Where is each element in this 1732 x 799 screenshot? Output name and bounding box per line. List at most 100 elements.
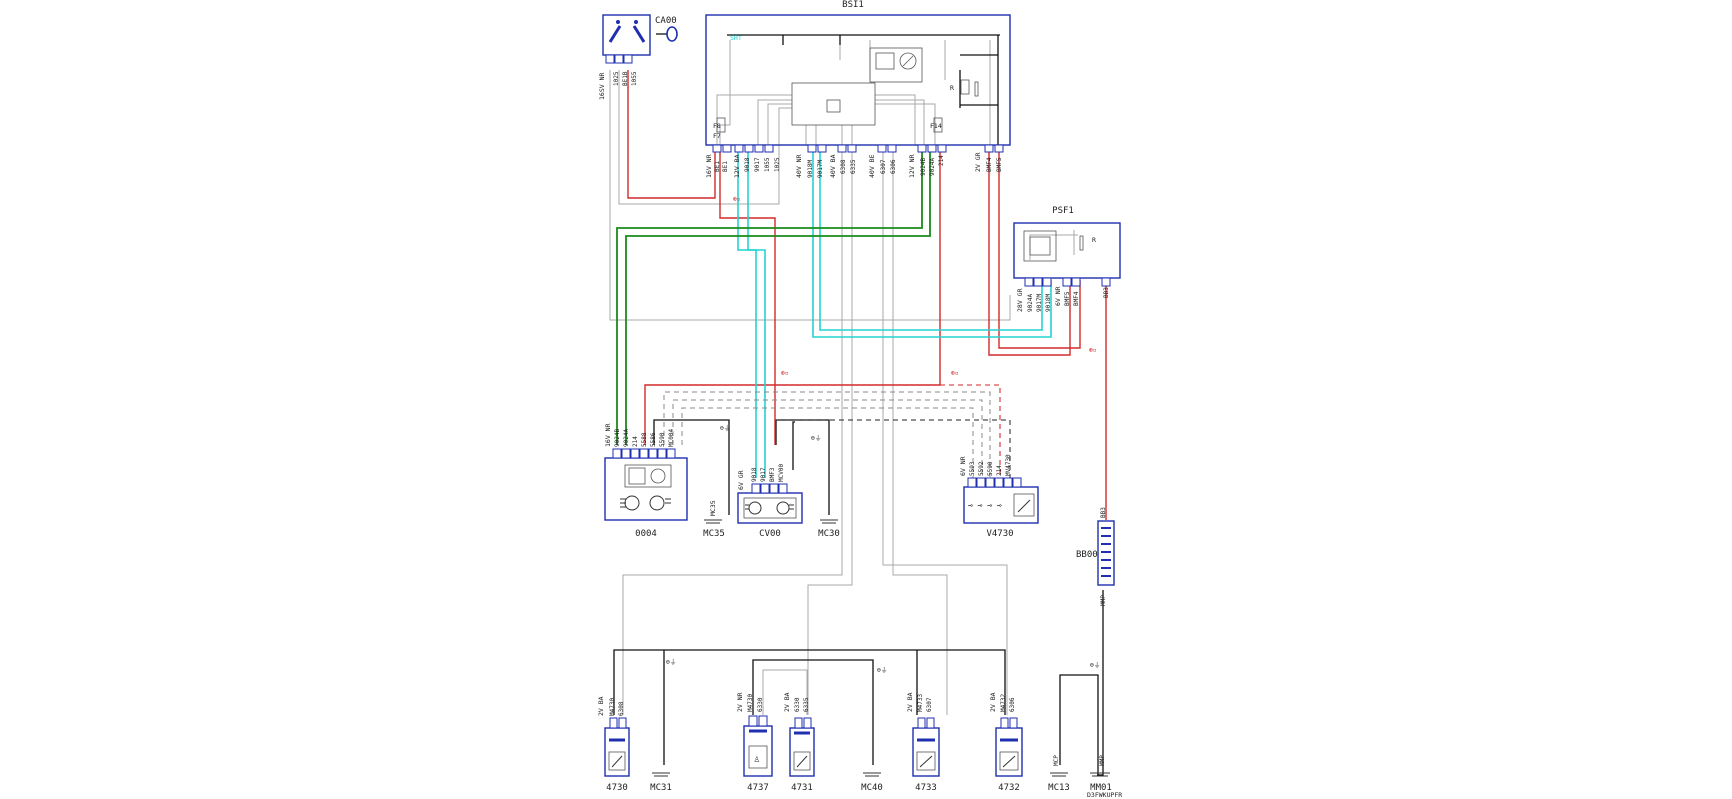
cv00-wire: 9017 [760, 467, 767, 482]
4730-wire: 6308 [618, 701, 625, 716]
fog-light-icon [620, 495, 640, 511]
wires-dashed [663, 391, 1011, 478]
bsi1-wire: 9017 [754, 157, 761, 172]
wiper-motor-icon [793, 751, 811, 771]
ca00-connector: 16SV NR [598, 73, 606, 100]
4730-connector: 2V BA [597, 696, 605, 716]
fuse-mark: ⊕▫ [733, 195, 741, 203]
bsi1-conn-e: 40V BE [868, 154, 876, 178]
v4730-wire: MV4730 [1005, 454, 1012, 476]
mc13-wire: MCP [1053, 755, 1060, 766]
ground-mc35: MC35 MC35 [703, 500, 725, 539]
cv00-wire: 9018 [751, 467, 758, 482]
v4730-connector: 6V NR [959, 456, 967, 476]
bsi1-conn-c: 40V NR [795, 154, 803, 178]
psf1-wire: 9024A [1027, 294, 1034, 312]
ground-mark: ⊖⏚ [666, 658, 676, 666]
4737-connector: 2V NR [736, 692, 744, 712]
wires-grey [609, 40, 1078, 715]
4732-wire: 6306 [1009, 697, 1016, 712]
bsi1-wire: 9024B [920, 158, 927, 176]
mc13-label: MC13 [1048, 783, 1070, 793]
pump-icon: ♙ [748, 745, 768, 769]
bb00-wire-top: BB3 [1100, 507, 1107, 518]
headlight-icon [776, 501, 794, 515]
ca00-label: CA00 [655, 16, 677, 26]
wires-black [613, 34, 1104, 776]
wires-red-dashed [940, 384, 1001, 478]
v4730-label: V4730 [986, 529, 1013, 539]
cv00-wire: BMF3 [769, 467, 776, 482]
4730-wire: M4730 [609, 698, 616, 716]
bsi1-conn-g: 2V GR [974, 152, 982, 172]
cv00-wire: MCV00 [778, 464, 785, 482]
bsi1-wire: 6307 [880, 159, 887, 174]
ground-mark: ⊖⏚ [877, 666, 887, 674]
cv00-label: CV00 [759, 529, 781, 539]
svg-text:⊸ ⊸ ⊸ ⊸: ⊸ ⊸ ⊸ ⊸ [968, 501, 1002, 510]
4731-connector: 2V BA [783, 692, 791, 712]
bsi1-conn-a: 16V NR [705, 154, 713, 178]
bsi1-wire: 9024A [929, 158, 936, 176]
bsi1-fuse-f14: F14 [930, 122, 942, 130]
circuit-marks: ⊕▫ ⊕▫ ⊕▫ ⊕▫ ⊖⏚ ⊖⏚ ⊖⏚ ⊖⏚ ⊖⏚ D3FWKUPFR [666, 195, 1122, 799]
component-4730: 4730 2V BA M4730 6308 [597, 696, 630, 793]
v4730-wire: 5593 [969, 461, 976, 476]
psf1-wire: BMF5 [1064, 291, 1071, 306]
bsi1-conn-b: 12V BA [733, 154, 741, 178]
mc40-label: MC40 [861, 783, 883, 793]
v4730-wire: 5590 [987, 461, 994, 476]
wires-red [627, 70, 1107, 520]
psf1-relay: R [1092, 236, 1096, 244]
ground-mark: ⊖⏚ [1090, 661, 1100, 669]
component-4733: 4733 2V BA M4733 6307 [906, 692, 940, 793]
document-reference: D3FWKUPFR [1087, 791, 1122, 799]
bsi1-wire: 6306 [890, 159, 897, 174]
bsi1-wire: BMF5 [996, 157, 1003, 172]
ca00-wire: 1055 [631, 71, 638, 86]
0004-wire: 5588 [641, 432, 648, 447]
psf1-conn-a: 28V GR [1016, 288, 1024, 312]
bsi1-relay-label: R [950, 84, 954, 92]
component-v4730: ⊸ ⊸ ⊸ ⊸ V4730 6V NR 5593 5592 5590 214 M… [959, 454, 1039, 539]
4737-wire: M4730 [747, 694, 754, 712]
0004-wire: 5590 [659, 432, 666, 447]
psf1-wire: BMF4 [1073, 291, 1080, 306]
component-0004: 0004 16V NR 9024B 9024A 214 5588 5586 55… [604, 423, 688, 539]
component-4737: ♙ 4737 2V NR M4730 6330 [736, 692, 773, 793]
psf1-wire: BB3 [1103, 287, 1110, 298]
bsi1-wire: 1025 [774, 157, 781, 172]
0004-connector: 16V NR [604, 423, 612, 447]
bsi1-conn-d: 40V BA [829, 154, 837, 178]
ground-mark: ⊖⏚ [720, 424, 730, 432]
component-bsi1: BSI1 R F8 F7 F14 SHT [705, 0, 1011, 178]
0004-wire: 214 [632, 436, 639, 447]
fuse-mark: ⊕▫ [951, 369, 959, 377]
bsi1-wire: 214 [938, 155, 945, 166]
0004-label: 0004 [635, 529, 657, 539]
bb00-wire-bot: MMP [1100, 595, 1107, 606]
bsi1-pins [712, 144, 1004, 153]
ground-mc40: MC40 [861, 772, 883, 793]
bb00-label: BB00 [1076, 550, 1098, 560]
mm01-label: MM01 [1090, 783, 1112, 793]
bsi1-wire: BE1 [714, 161, 721, 172]
ground-mark: ⊖⏚ [811, 434, 821, 442]
bsi1-wire: 1055 [764, 157, 771, 172]
4733-wire: M4733 [917, 694, 924, 712]
0004-wire: MC004 [668, 429, 675, 447]
ground-mm01: MMP MM01 [1090, 755, 1112, 793]
bsi1-conn-f: 12V NR [908, 154, 916, 178]
4732-connector: 2V BA [989, 692, 997, 712]
mc35-label: MC35 [703, 529, 725, 539]
component-ca00: CA00 16SV NR 1025 BE1B 1055 [598, 14, 678, 100]
ground-mc13: MCP MC13 [1048, 755, 1070, 793]
bsi1-wire: 9018 [744, 157, 751, 172]
component-psf1: PSF1 R 28V GR 9024A 9017M 9018M 6V NR BM… [1013, 206, 1121, 312]
mc31-label: MC31 [650, 783, 672, 793]
psf1-wire: 9017M [1036, 294, 1043, 312]
mc30-label: MC30 [818, 529, 840, 539]
cv00-connector: 6V GR [737, 470, 745, 490]
4730-label: 4730 [606, 783, 628, 793]
4732-wire: M4732 [1000, 694, 1007, 712]
